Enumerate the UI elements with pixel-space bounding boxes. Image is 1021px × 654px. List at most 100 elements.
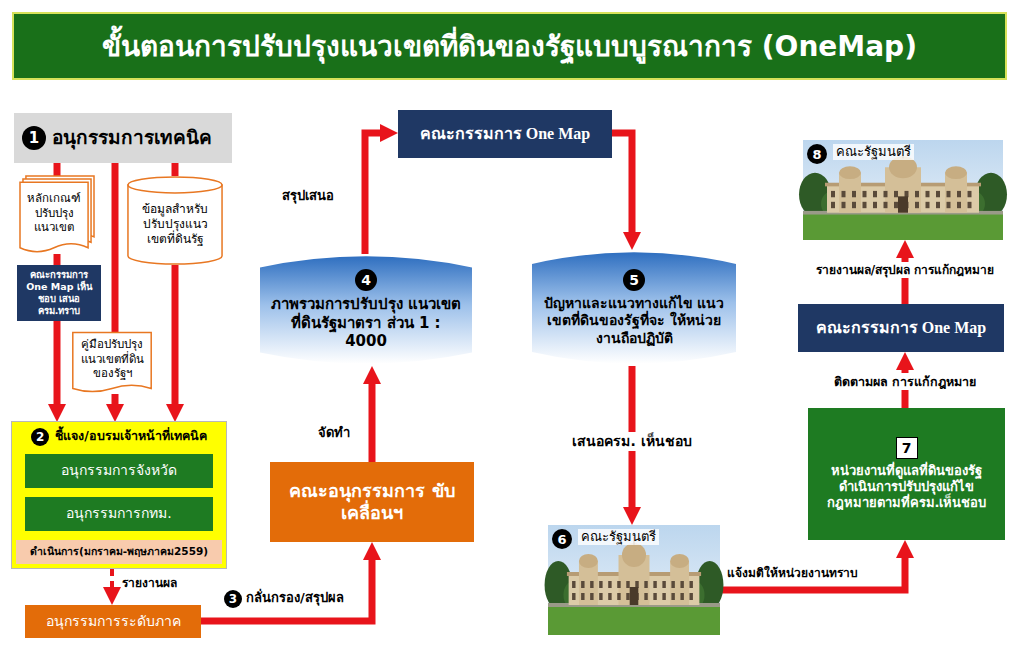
window — [572, 581, 575, 588]
database-cylinder: ข้อมูลสำหรับ ปรับปรุงแนว เขตที่ดินรัฐ — [127, 176, 223, 265]
window — [608, 593, 611, 600]
flow-arrow — [54, 321, 61, 414]
door — [630, 587, 639, 605]
window — [884, 191, 888, 197]
node-text: ภาพรวมการปรับปรุง แนวเขตที่ดินรัฐมาตรา ส… — [270, 295, 462, 351]
node-text: หลักเกณฑ์ ปรับปรุง แนวเขต — [23, 191, 85, 234]
window — [968, 202, 972, 208]
solution-drum: 5ปัญหาและแนวทางแก้ไข แนวเขตที่ดินของรัฐท… — [532, 250, 736, 366]
manual-document: คู่มือปรับปรุง แนวเขตที่ดิน ของรัฐฯ — [72, 332, 152, 394]
flow-arrow — [112, 163, 119, 332]
window — [671, 593, 674, 600]
committee-box: 1อนุกรรมการเทคนิค — [14, 113, 232, 163]
window — [947, 191, 951, 197]
window — [590, 593, 593, 600]
node-text: อนุกรรมการกทม. — [66, 505, 171, 523]
window — [873, 191, 877, 197]
window — [671, 581, 674, 588]
drum-shape — [532, 252, 736, 363]
window — [689, 593, 692, 600]
window — [635, 581, 638, 588]
regional-box: อนุกรรมการระดับภาค — [25, 605, 201, 638]
flow-arrow — [201, 551, 372, 621]
flow-arrow — [369, 375, 376, 462]
driving-committee-box: คณะอนุกรรมการ ขับเคลื่อนฯ — [270, 462, 474, 542]
lawn — [803, 213, 1003, 240]
node-text: คณะกรรมการ One Map เห็นชอบ เสนอ ครม.ทราบ — [20, 269, 98, 317]
window — [599, 593, 602, 600]
lawn — [548, 605, 720, 635]
window — [915, 191, 919, 197]
window — [915, 202, 919, 208]
window — [926, 191, 930, 197]
training-panel: 2ชี้แจง/อบรมเจ้าหน้าที่เทคนิคอนุกรรมการจ… — [12, 422, 226, 568]
window — [968, 191, 972, 197]
onemap-committee-box: คณะกรรมการ One Map — [798, 304, 1004, 352]
document-sheet — [73, 333, 151, 392]
door — [898, 196, 908, 212]
node-text: คณะกรรมการ One Map — [420, 124, 590, 144]
approval-box: คณะกรรมการ One Map เห็นชอบ เสนอ ครม.ทราบ — [17, 265, 101, 321]
window — [842, 191, 846, 197]
window — [926, 202, 930, 208]
tower-dome — [945, 166, 967, 179]
node-text: ปัญหาและแนวทางแก้ไข แนวเขตที่ดินของรัฐที… — [540, 295, 728, 348]
sky — [803, 140, 1003, 240]
cylinder-top — [128, 177, 222, 193]
edge-label: รายงานผล/สรุปผล การแก้กฎหมาย — [812, 262, 999, 278]
flow-arrow — [172, 163, 179, 176]
flow-arrow — [110, 568, 114, 596]
flow-arrow — [112, 394, 119, 413]
window — [662, 593, 665, 600]
window — [947, 202, 951, 208]
window — [653, 581, 656, 588]
window — [608, 581, 611, 588]
window — [831, 191, 835, 197]
title-text: ขั้นตอนการปรับปรุงแนวเขตที่ดินของรัฐแบบบ… — [102, 24, 917, 68]
window — [863, 191, 867, 197]
window — [617, 593, 620, 600]
window — [957, 202, 961, 208]
node-text: คณะอนุกรรมการ ขับเคลื่อนฯ — [280, 480, 464, 525]
node-text: คณะกรรมการ One Map — [816, 318, 986, 338]
window — [680, 581, 683, 588]
node-text: ข้อมูลสำหรับ ปรับปรุงแนว เขตที่ดินรัฐ — [131, 202, 219, 247]
step-number: 6 — [552, 529, 572, 549]
window — [644, 593, 647, 600]
flow-arrow — [612, 133, 632, 241]
node-text: คณะรัฐมนตรี — [833, 144, 914, 160]
window — [894, 202, 898, 208]
tower-dome — [579, 554, 598, 568]
tower-dome — [670, 554, 689, 568]
node-text: คณะรัฐมนตรี — [578, 529, 659, 545]
window — [581, 593, 584, 600]
window — [852, 202, 856, 208]
window — [831, 202, 835, 208]
window — [936, 191, 940, 197]
callout-number: 3 — [224, 590, 242, 608]
summary-drum: 4 ภาพรวมการปรับปรุง แนวเขตที่ดินรัฐมาตรา … — [260, 254, 472, 366]
edge-label: เสนอครม. เห็นชอบ — [568, 432, 695, 451]
step-number: 2 — [31, 428, 49, 446]
step-number: 1 — [22, 126, 46, 150]
window — [689, 581, 692, 588]
node-text: หน่วยงานที่ดูแลที่ดินของรัฐ ดำเนินการปรั… — [816, 463, 997, 512]
node-text: อนุกรรมการระดับภาค — [46, 613, 181, 631]
window — [644, 581, 647, 588]
step-number: 4 — [355, 269, 377, 291]
cabinet-photo: 8คณะรัฐมนตรี — [803, 140, 1003, 240]
edge-label: แจ้งมติให้หน่วยงานทราบ — [727, 566, 858, 580]
node-text: ชี้แจง/อบรมเจ้าหน้าที่เทคนิค — [55, 428, 207, 444]
bangkok-box: อนุกรรมการกทม. — [25, 497, 213, 531]
cabinet-photo: 6 คณะรัฐมนตรี — [548, 525, 720, 635]
edge-label: สรุปเสนอ — [282, 188, 334, 204]
window — [581, 581, 584, 588]
window — [884, 202, 888, 208]
window — [626, 593, 629, 600]
flow-arrow — [172, 265, 179, 413]
flow-arrow — [54, 163, 61, 176]
window — [936, 202, 940, 208]
window — [653, 593, 656, 600]
